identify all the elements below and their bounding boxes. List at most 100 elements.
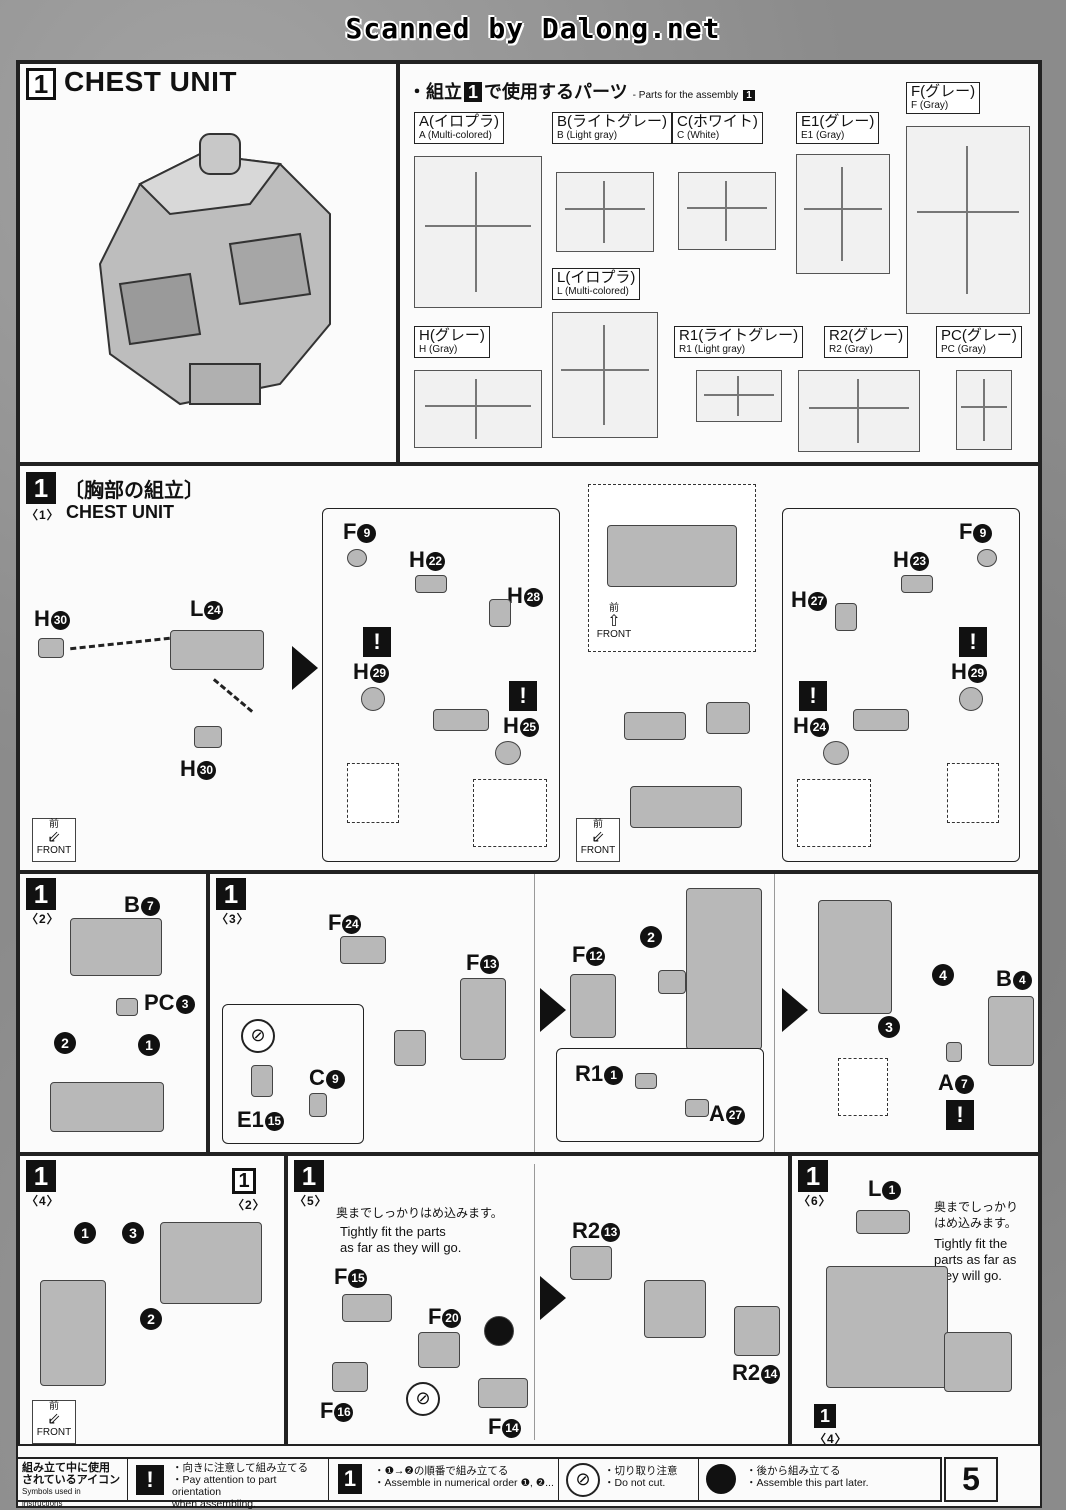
runner-r1-sprue bbox=[696, 370, 782, 422]
substep-number: 〈6〉 bbox=[798, 1194, 832, 1208]
front-direction-icon: 前⇙FRONT bbox=[32, 1400, 76, 1444]
watermark: Scanned by Dalong.net bbox=[345, 12, 721, 45]
substep-number: 〈3〉 bbox=[216, 912, 250, 926]
runner-e1-sprue bbox=[796, 154, 890, 274]
front-direction-icon: 前⇙FRONT bbox=[32, 818, 76, 862]
runner-label-r1: R1(ライトグレー)R1 (Light gray) bbox=[674, 326, 804, 358]
assemble-later-icon bbox=[706, 1464, 736, 1494]
do-not-cut-icon: ⊘ bbox=[566, 1463, 600, 1497]
order-step-2: 2 bbox=[140, 1308, 162, 1330]
page-number: 5 bbox=[944, 1457, 998, 1502]
chest-assembly-right bbox=[160, 1222, 262, 1304]
assembly-path bbox=[212, 678, 254, 713]
detail-view bbox=[838, 1058, 888, 1116]
chest-assembly-left bbox=[686, 888, 762, 1050]
assembly-path bbox=[70, 636, 170, 651]
fit-note-en: Tightly fit the parts bbox=[340, 1224, 446, 1239]
next-step-arrow bbox=[540, 1276, 566, 1320]
part-f9-left bbox=[347, 549, 367, 567]
part-h23 bbox=[901, 575, 933, 593]
orientation-warning-icon: ! bbox=[136, 1465, 164, 1495]
divider bbox=[534, 874, 535, 1152]
runner-label-l: L(イロプラ)L (Multi-colored) bbox=[552, 268, 641, 300]
substep-number: 〈1〉 bbox=[26, 508, 60, 522]
fit-note-jp: 奥までしっかり bbox=[934, 1200, 1019, 1214]
reference-step-number: 1 bbox=[232, 1168, 256, 1194]
order-step-4: 4 bbox=[932, 964, 954, 986]
order-step-1: 1 bbox=[138, 1034, 160, 1056]
runner-f-sprue bbox=[906, 126, 1030, 314]
part-h22 bbox=[415, 575, 447, 593]
runner-l-sprue bbox=[552, 312, 658, 438]
reference-substep: 〈4〉 bbox=[814, 1432, 848, 1446]
orientation-warning-icon: ! bbox=[363, 627, 391, 657]
substep-number: 〈2〉 bbox=[26, 912, 60, 926]
detail-view bbox=[347, 763, 399, 823]
part-h25 bbox=[495, 741, 521, 765]
part-a7 bbox=[946, 1042, 962, 1062]
do-not-cut-icon: ⊘ bbox=[241, 1019, 275, 1053]
symbol-legend: 組み立て中に使用 されているアイコン Symbols used in instr… bbox=[16, 1457, 942, 1510]
step-1-4-panel: 1 〈4〉 1 〈2〉 1 3 2 前⇙FRONT bbox=[18, 1154, 286, 1446]
front-direction-icon: 前⇧FRONT bbox=[593, 603, 635, 645]
legend-title: 組み立て中に使用 されているアイコン Symbols used in instr… bbox=[18, 1459, 128, 1508]
part-h27 bbox=[835, 603, 857, 631]
runner-a-sprue bbox=[414, 156, 542, 308]
reference-step-number: 1 bbox=[814, 1404, 836, 1428]
step-number: 1 bbox=[26, 1160, 56, 1192]
chest-frame-part bbox=[607, 525, 737, 587]
part-h24 bbox=[823, 741, 849, 765]
do-not-cut-icon: ⊘ bbox=[406, 1382, 440, 1416]
legend-item-later: ・後から組み立てる ・Assemble this part later. bbox=[698, 1459, 940, 1500]
orientation-warning-icon: ! bbox=[946, 1100, 974, 1130]
part-f12 bbox=[570, 974, 616, 1038]
detail-view bbox=[947, 763, 999, 823]
fit-note-en: as far as they will go. bbox=[340, 1240, 462, 1255]
detail-view bbox=[797, 779, 871, 847]
part-r1-1 bbox=[635, 1073, 657, 1089]
fit-note-en: Tightly fit the bbox=[934, 1236, 1008, 1251]
orientation-warning-icon: ! bbox=[959, 627, 987, 657]
part-l1 bbox=[856, 1210, 910, 1234]
runner-label-h: H(グレー)H (Gray) bbox=[414, 326, 490, 358]
runner-label-a: A(イロプラ)A (Multi-colored) bbox=[414, 112, 505, 144]
legend-item-orientation: ! ・向きに注意して組み立てる ・Pay attention to part o… bbox=[128, 1459, 329, 1510]
order-step-3: 3 bbox=[122, 1222, 144, 1244]
head-joint-assembly bbox=[644, 1280, 706, 1338]
step-number: 1 bbox=[798, 1160, 828, 1192]
step-1-5-panel: 1 〈5〉 奥までしっかりはめ込みます。 Tightly fit the par… bbox=[286, 1154, 790, 1446]
chest-assembly-left bbox=[40, 1280, 106, 1386]
chest-base-part bbox=[50, 1082, 164, 1132]
part-f13 bbox=[460, 978, 506, 1060]
fit-note-en: parts as far as bbox=[934, 1252, 1017, 1267]
chest-unit-illustration bbox=[98, 133, 331, 406]
fit-note-jp: はめ込みます。 bbox=[934, 1216, 1017, 1230]
